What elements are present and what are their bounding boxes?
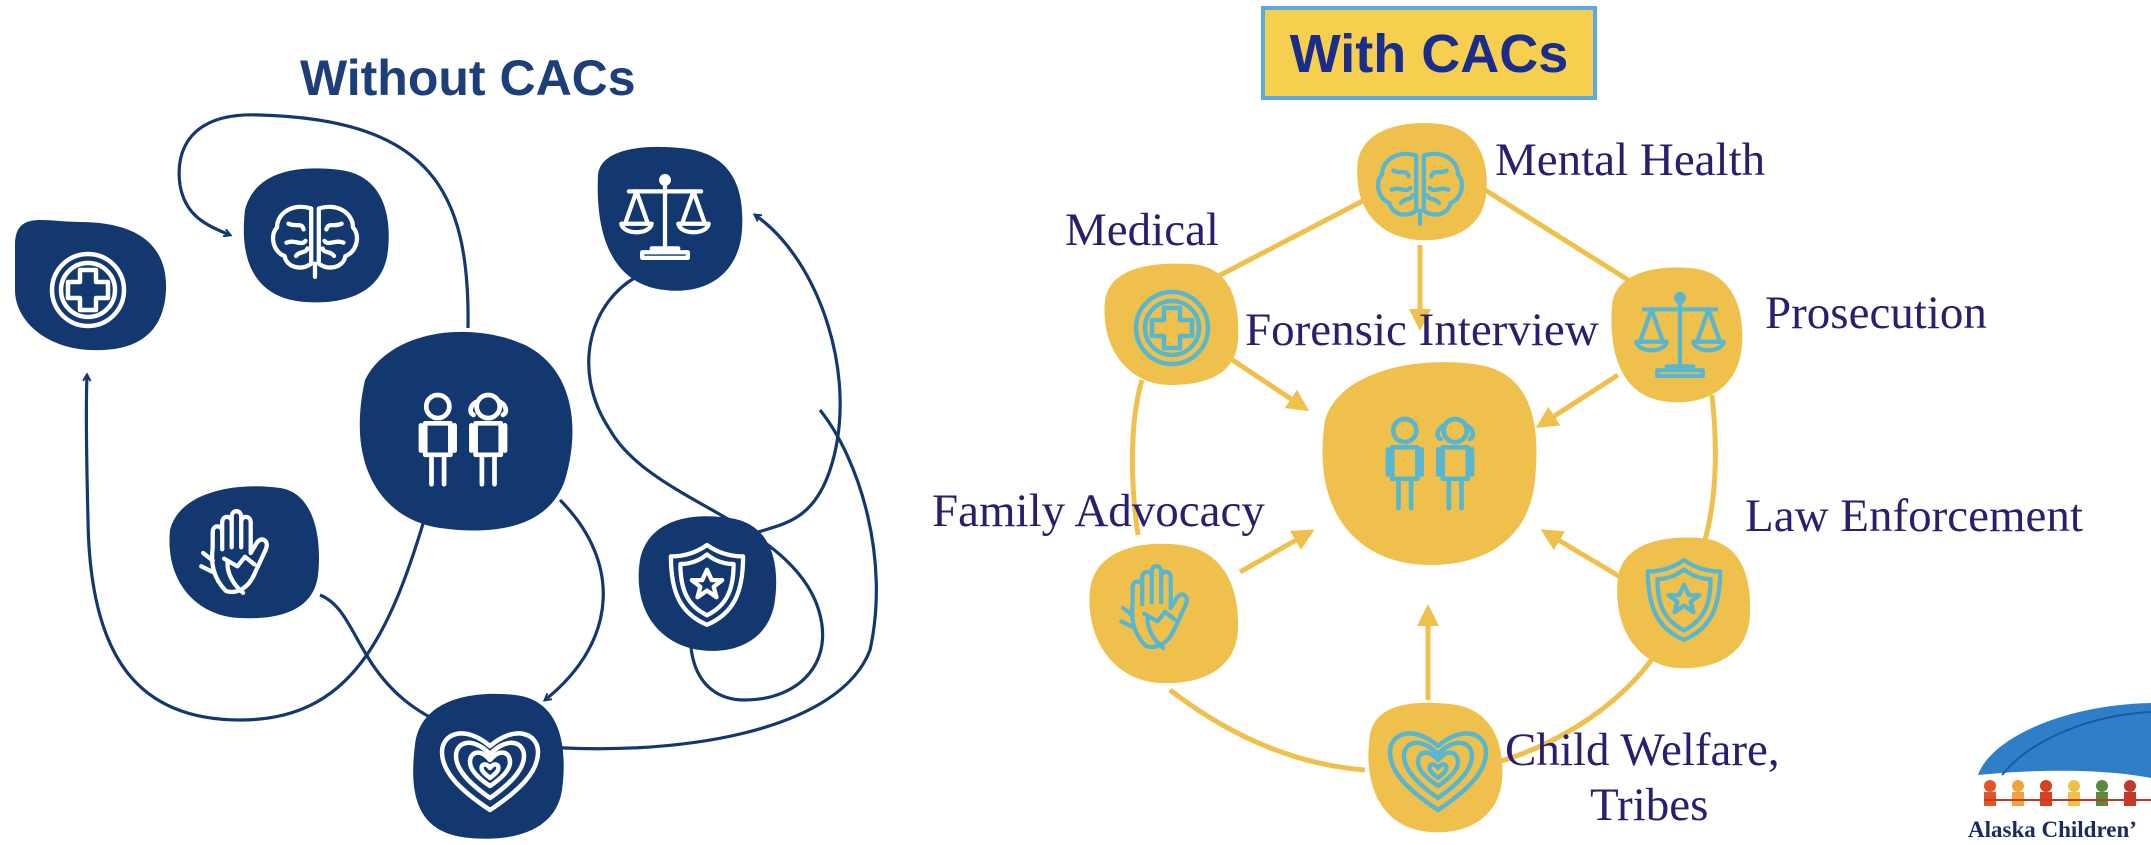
umbrella-canopy [1978, 703, 2151, 778]
label-child-welfare-line2: Tribes [1590, 779, 1708, 831]
arrow-bottom-to-medical [86, 375, 432, 722]
without-cacs-diagram: Without CACs [15, 50, 878, 839]
child-welfare-node-gold [1368, 702, 1503, 833]
mental-health-node-gold [1357, 123, 1487, 241]
arrow-law-enforcement [1540, 529, 1624, 581]
arrow-medical [1223, 352, 1310, 412]
arrow-prosecution [1535, 372, 1620, 428]
law-enforcement-node-gold [1617, 537, 1751, 669]
family-advocacy-node-gold [1089, 543, 1239, 684]
medical-node [15, 220, 167, 351]
family-advocacy-node [169, 486, 320, 619]
label-family-advocacy: Family Advocacy [932, 485, 1265, 537]
label-law-enforcement: Law Enforcement [1745, 490, 2083, 542]
arrows-to-center [1223, 245, 1624, 700]
children-figures [1984, 780, 2151, 806]
arrow-scales-loop [587, 215, 842, 702]
label-child-welfare-line1: Child Welfare, [1505, 724, 1780, 776]
label-prosecution: Prosecution [1765, 287, 1987, 339]
arrow-child-to-heart [545, 498, 605, 700]
prosecution-node [597, 146, 743, 291]
label-mental-health: Mental Health [1495, 134, 1765, 186]
left-title: Without CACs [300, 50, 636, 106]
child-welfare-node [413, 693, 564, 839]
tangled-arrows [86, 113, 878, 751]
right-title-box: With CACs [1261, 6, 1597, 100]
mental-health-node [243, 168, 389, 303]
right-title: With CACs [1290, 24, 1569, 84]
medical-node-gold [1104, 263, 1239, 385]
with-cacs-diagram: With CACs [932, 6, 2083, 833]
prosecution-node-gold [1611, 267, 1743, 403]
logo-text: Alaska Children’ [1968, 817, 2137, 842]
alaska-childrens-alliance-logo: Alaska Children’ [1968, 703, 2151, 842]
label-forensic-interview: Forensic Interview [1245, 304, 1599, 356]
arrow-child-to-brain [177, 113, 470, 329]
label-medical: Medical [1065, 204, 1219, 256]
child-node [359, 331, 573, 531]
arrow-hands-loop [319, 409, 878, 751]
child-node-gold [1322, 362, 1537, 565]
arrow-family-advocacy [1238, 529, 1315, 575]
law-enforcement-node [638, 516, 777, 651]
